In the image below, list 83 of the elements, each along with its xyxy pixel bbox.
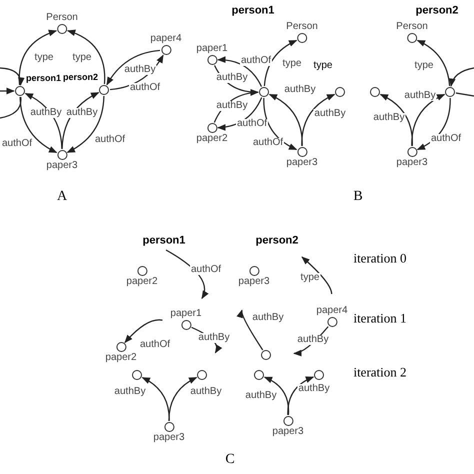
edge-label: authBy — [65, 108, 99, 118]
node-title: person2 — [256, 236, 298, 246]
node-label: paper3 — [396, 158, 428, 168]
edge-label: authOf — [94, 135, 126, 145]
edge-label: authBy — [215, 101, 249, 111]
edge-label: type — [414, 61, 434, 71]
panel-letter: C — [225, 453, 235, 467]
edge-label: authOf — [430, 134, 462, 144]
edge-label: authOf — [236, 119, 268, 129]
arrow — [66, 30, 106, 84]
arrow — [0, 88, 15, 94]
edge-label: authBy — [283, 85, 317, 95]
edge-label: authOf — [138, 340, 172, 350]
node-label: Person — [286, 22, 318, 32]
node-title: person2 — [62, 72, 98, 82]
edge-label: type — [282, 59, 302, 69]
arrow — [416, 40, 450, 86]
arrow — [106, 50, 160, 86]
edge-label: authOf — [128, 83, 162, 93]
node-label: paper1 — [196, 44, 228, 54]
node-label: paper3 — [272, 427, 304, 437]
node-label: paper2 — [105, 353, 137, 363]
node-label: Person — [46, 13, 78, 23]
node-label: paper3 — [153, 433, 185, 443]
arrow — [301, 256, 332, 294]
arrow — [66, 96, 104, 153]
arrow — [217, 56, 262, 87]
edge-label: type — [72, 53, 92, 63]
arrow — [264, 376, 290, 416]
edge-label: authOf — [190, 265, 222, 275]
node-label: Person — [396, 22, 428, 32]
text-label: person2 — [416, 6, 458, 16]
edge-label: authOf — [0, 139, 34, 149]
node-label: paper3 — [46, 161, 78, 171]
arrow — [301, 94, 336, 146]
edge-label: authBy — [372, 113, 406, 123]
arrow — [411, 94, 446, 146]
arrow — [20, 96, 58, 154]
node-label: paper3 — [238, 277, 270, 287]
edge-label: authBy — [123, 65, 157, 75]
edge-label: authOf — [252, 138, 284, 148]
node-label: paper4 — [316, 306, 348, 316]
arrow — [168, 376, 198, 422]
edge-label: type — [300, 273, 320, 283]
edge-label: authBy — [244, 391, 278, 401]
edge-label: authBy — [313, 109, 347, 119]
text-label: iteration 0 — [353, 252, 407, 264]
edge-label: type — [34, 53, 54, 63]
node-label: paper3 — [286, 158, 318, 168]
arrow — [268, 94, 303, 146]
node-title: person1 — [142, 236, 186, 246]
arrow — [142, 377, 170, 421]
text-label: type — [314, 61, 332, 71]
panel-letter: B — [353, 190, 363, 204]
panel-letter: A — [56, 190, 68, 204]
edge-label: authOf — [240, 56, 272, 66]
arrow — [217, 97, 262, 130]
node-label: paper2 — [196, 134, 228, 144]
arrow — [264, 40, 298, 86]
text-label: person1 — [232, 6, 274, 16]
edge-label: authBy — [215, 73, 249, 83]
node-label: paper1 — [170, 309, 202, 319]
arrow — [238, 309, 264, 350]
edge-label: authBy — [197, 333, 231, 343]
edge-label: authBy — [113, 387, 147, 397]
arrow — [18, 30, 58, 86]
edge-label: authBy — [29, 108, 63, 118]
arrow — [263, 98, 298, 150]
arrow — [287, 376, 314, 416]
edge-label: authBy — [251, 313, 285, 323]
edge-label: authBy — [296, 335, 330, 345]
arrow — [124, 319, 163, 344]
text-label: iteration 1 — [353, 312, 407, 324]
arrow — [380, 94, 413, 146]
text-label: iteration 2 — [353, 366, 407, 378]
edge-label: authBy — [403, 91, 437, 101]
node-title: person1 — [26, 73, 62, 83]
arrow — [0, 67, 24, 86]
node-label: paper4 — [150, 34, 182, 44]
edge-label: authBy — [189, 387, 223, 397]
edge-label: authBy — [297, 384, 331, 394]
node-label: paper2 — [126, 277, 158, 287]
arrow — [449, 67, 474, 87]
